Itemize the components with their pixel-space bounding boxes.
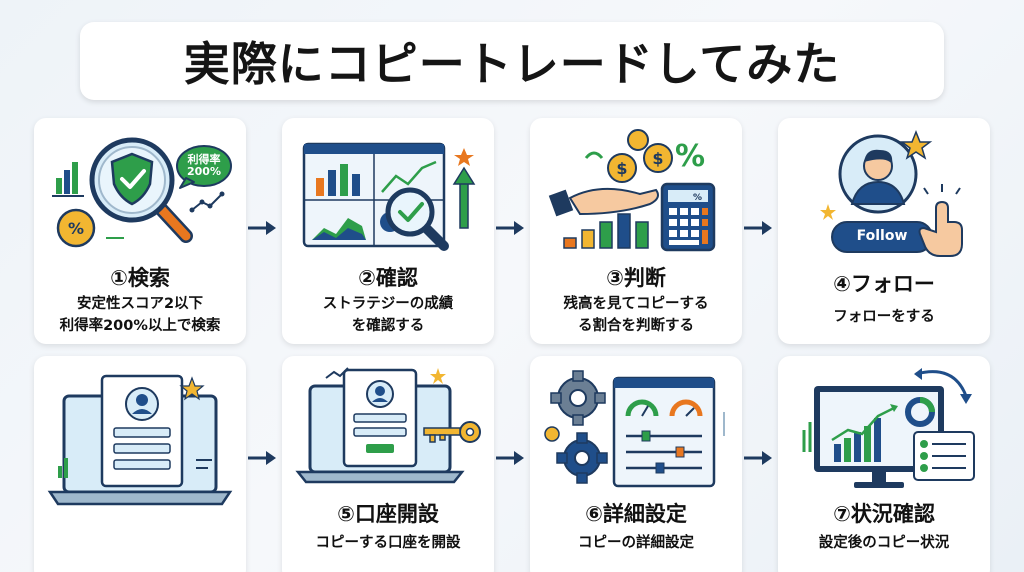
step-title: ⑤口座開設: [337, 502, 439, 526]
arrow-right-icon: [744, 451, 772, 465]
step-desc-line: を確認する: [351, 318, 425, 334]
step-desc: 残高を見てコピーする る割合を判断する: [530, 293, 742, 337]
step-card-detail-settings: ⑥詳細設定 コピーの詳細設定: [530, 356, 742, 572]
step-title: ①検索: [110, 266, 170, 290]
step-card-judge: $ $ % % ③判断 残高を見てコピーする る割合を判断する: [530, 118, 742, 344]
step-title: ③判断: [606, 266, 666, 290]
step-desc-line: 安定性スコア2以下: [76, 296, 204, 312]
magnifier-shield-icon: %: [52, 137, 225, 248]
step-desc: コピーする口座を開設: [282, 532, 494, 554]
arrow-right-icon: [744, 221, 772, 235]
svg-text:%: %: [675, 139, 705, 174]
step-desc: 設定後のコピー状況: [778, 532, 990, 554]
svg-text:%: %: [68, 219, 84, 238]
page-title: 実際にコピートレードしてみた: [183, 37, 841, 91]
step-desc-line: る割合を判断する: [578, 318, 694, 334]
step-card-search: % 利得率 200% ①検索 安定性スコア2以下 利得率200%以上で検索: [34, 118, 246, 344]
step-title: ②確認: [358, 266, 418, 290]
step-title: ⑦状況確認: [833, 502, 935, 526]
step-desc: フォローをする: [778, 306, 990, 328]
step-card-confirm: ②確認 ストラテジーの成績 を確認する: [282, 118, 494, 344]
arrow-right-icon: [248, 221, 276, 235]
badge-line-2: 200%: [187, 165, 221, 178]
svg-text:$: $: [616, 159, 627, 178]
dashboard-magnifier-icon: [302, 142, 476, 251]
svg-text:%: %: [693, 193, 702, 203]
step-desc-line: 残高を見てコピーする: [563, 296, 709, 312]
step-desc: コピーの詳細設定: [530, 532, 742, 554]
speech-bubble-icon: [176, 145, 232, 189]
coins-hand-icon: $ $ % %: [548, 129, 716, 252]
step-card-open-account: ⑤口座開設 コピーする口座を開設: [282, 356, 494, 572]
step-desc: 安定性スコア2以下 利得率200%以上で検索: [34, 293, 246, 337]
step-desc-line: 利得率200%以上で検索: [59, 318, 221, 334]
laptop-profile-form-icon: [47, 374, 233, 506]
step-desc-line: コピーする口座を開設: [315, 535, 461, 551]
step-title: ④フォロー: [833, 272, 935, 296]
arrow-right-icon: [248, 451, 276, 465]
arrow-right-icon: [496, 221, 524, 235]
follow-button: Follow: [856, 228, 908, 244]
step-desc-line: ストラテジーの成績: [322, 296, 454, 312]
monitor-chart-checklist-icon: [802, 368, 975, 488]
laptop-form-key-icon: [295, 367, 481, 484]
step-card-profile: [34, 356, 246, 572]
step-title: ⑥詳細設定: [585, 502, 687, 526]
gears-settings-panel-icon: [544, 370, 725, 488]
title-banner: 実際にコピートレードしてみた: [80, 22, 944, 100]
step-card-status-check: ⑦状況確認 設定後のコピー状況: [778, 356, 990, 572]
step-desc-line: 設定後のコピー状況: [818, 535, 950, 551]
step-desc-line: フォローをする: [833, 309, 935, 325]
profile-avatar-icon: [820, 129, 963, 257]
step-desc: ストラテジーの成績 を確認する: [282, 293, 494, 337]
step-card-follow: Follow ④フォロー フォローをする: [778, 118, 990, 344]
step-desc-line: コピーの詳細設定: [578, 535, 694, 551]
arrow-right-icon: [496, 451, 524, 465]
badge-line-1: 利得率: [187, 153, 221, 166]
svg-text:$: $: [652, 149, 663, 168]
